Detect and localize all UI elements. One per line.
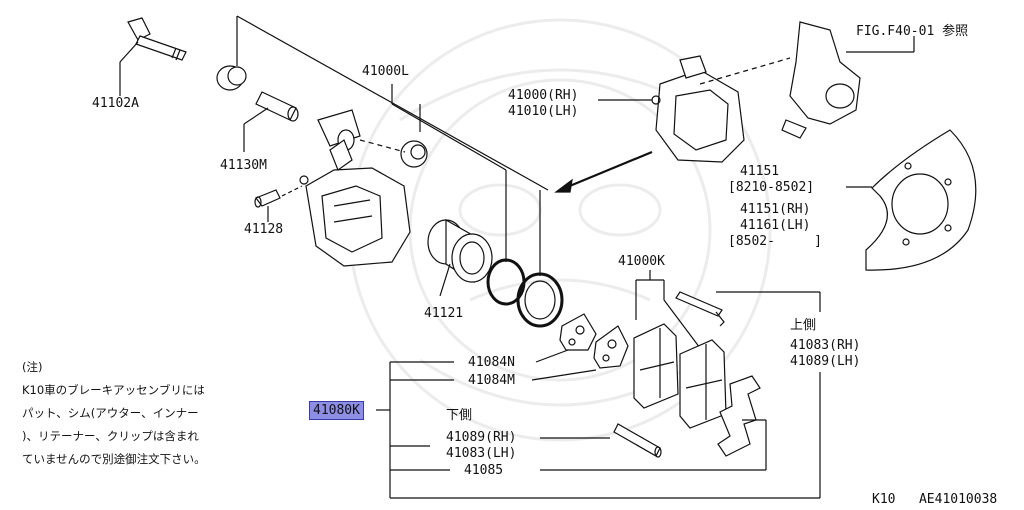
label-41083rh: 41083(RH) xyxy=(790,338,861,353)
label-41102a: 41102A xyxy=(92,96,139,111)
leader-41084n-part xyxy=(535,349,569,363)
sleeve-icon xyxy=(255,91,299,122)
leader-41121 xyxy=(439,263,451,297)
shim-icon xyxy=(593,325,629,369)
bushing-icon xyxy=(216,65,247,91)
disc-shield-icon xyxy=(865,129,977,271)
label-41089rh: 41089(RH) xyxy=(446,430,517,445)
leader-41102a xyxy=(119,41,139,63)
label-41084m: 41084M xyxy=(468,373,515,388)
assembly-note: (注) K10車のブレーキアッセンブリには パット、シム(アウター、インナー )… xyxy=(22,356,206,471)
note-line-4: )、リテーナー、クリップは含まれ xyxy=(22,429,199,443)
brake-pad-icon xyxy=(679,339,727,429)
label-41083lh: 41083(LH) xyxy=(446,446,517,461)
note-line-5: ていませんので別途御注文下さい。 xyxy=(22,452,206,466)
leader-41000l-branch xyxy=(391,103,507,171)
label-8502-range: [8502- ] xyxy=(728,234,822,249)
label-41000rh: 41000(RH) xyxy=(508,88,579,103)
bushing-icon xyxy=(400,140,428,168)
label-41151-range: [8210-8502] xyxy=(728,180,815,195)
pad-pin-icon xyxy=(613,423,662,458)
label-41128: 41128 xyxy=(244,222,284,237)
label-41085: 41085 xyxy=(464,463,504,478)
note-line-1: (注) xyxy=(22,360,43,374)
label-upper-side: 上側 xyxy=(790,318,817,333)
label-41084n: 41084N xyxy=(468,355,515,370)
leader-41000k-pad xyxy=(663,299,701,349)
knuckle-icon xyxy=(781,21,861,139)
bleeder-icon xyxy=(254,189,281,208)
assembly-arrow xyxy=(559,150,653,192)
label-41089lh: 41089(LH) xyxy=(790,354,861,369)
leader-41130m xyxy=(243,107,269,125)
note-line-2: K10車のブレーキアッセンブリには xyxy=(22,383,205,397)
shim-icon xyxy=(559,313,597,351)
leader-41084m-part xyxy=(531,369,597,381)
arrow-head-icon xyxy=(554,178,573,193)
label-41130m: 41130M xyxy=(220,158,267,173)
bolt-icon xyxy=(127,17,187,61)
label-41121: 41121 xyxy=(424,306,464,321)
caliper-icon xyxy=(299,139,411,267)
label-41151rh: 41151(RH) xyxy=(740,202,811,217)
label-lower-side: 下側 xyxy=(446,408,473,423)
label-41151: 41151 xyxy=(740,164,780,179)
retainer-clip-icon xyxy=(717,375,761,457)
note-line-3: パット、シム(アウター、インナー xyxy=(22,406,199,420)
label-41080k-highlighted[interactable]: 41080K xyxy=(309,401,364,420)
label-41161lh: 41161(LH) xyxy=(740,218,811,233)
piston-icon xyxy=(427,218,493,284)
footer-code: K10 AE41010038 xyxy=(872,492,998,507)
brake-pad-icon xyxy=(633,323,679,409)
caliper-icon xyxy=(651,55,745,163)
label-41010lh: 41010(LH) xyxy=(508,104,579,119)
label-fig-ref: FIG.F40-01 参照 xyxy=(856,24,969,39)
label-41000k: 41000K xyxy=(618,254,665,269)
label-41000l: 41000L xyxy=(362,64,409,79)
dust-boot-icon xyxy=(516,272,564,328)
pad-pin-icon xyxy=(675,291,725,327)
